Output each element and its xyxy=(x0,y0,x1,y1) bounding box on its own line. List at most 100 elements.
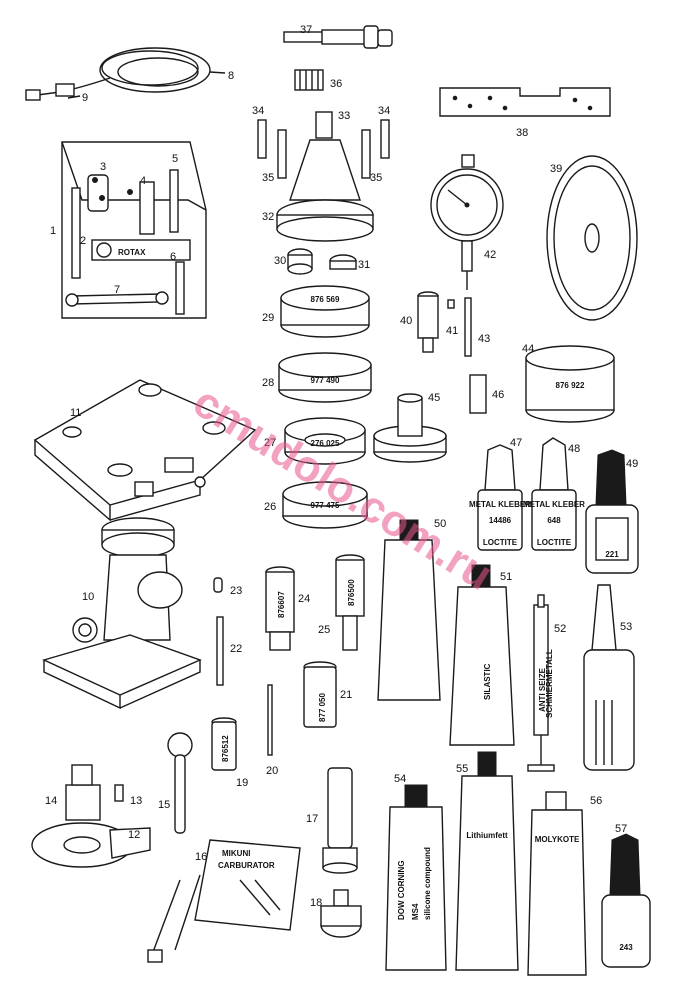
tube-56: MOLYKOTE xyxy=(527,791,587,976)
pin-22 xyxy=(216,616,224,686)
callout-5: 5 xyxy=(172,153,178,165)
callout-37: 37 xyxy=(300,24,312,36)
silicone-compound-label: silicone compound xyxy=(423,847,432,920)
callout-8: 8 xyxy=(228,70,234,82)
cable-assembly xyxy=(25,47,226,101)
callout-26: 26 xyxy=(264,501,276,513)
bottle-48-number: 648 xyxy=(547,516,561,525)
bottle-53 xyxy=(583,584,635,771)
callout-38: 38 xyxy=(516,127,528,139)
silastic-label: SILASTIC xyxy=(483,663,492,700)
base-plate xyxy=(33,379,257,522)
rotax-logo-text: ROTAX xyxy=(118,248,146,257)
ring-28-label: 977 490 xyxy=(311,376,340,385)
callout-56: 56 xyxy=(590,795,602,807)
callout-1: 1 xyxy=(50,225,56,237)
dow-corning-label: DOW CORNING xyxy=(397,860,406,920)
tube-51: SILASTIC xyxy=(449,564,515,746)
ring-44: 876 922 xyxy=(525,345,615,423)
callout-45: 45 xyxy=(428,392,440,404)
callout-49: 49 xyxy=(626,458,638,470)
pin-19: 876512 xyxy=(211,717,237,771)
bearing-puller xyxy=(257,111,390,242)
dial-gauge xyxy=(430,154,504,290)
callout-51: 51 xyxy=(500,571,512,583)
callout-25: 25 xyxy=(318,624,330,636)
callout-34a: 34 xyxy=(252,105,264,117)
callout-12: 12 xyxy=(128,829,140,841)
drift-17 xyxy=(322,767,358,874)
callout-35a: 35 xyxy=(262,172,274,184)
tube-50 xyxy=(377,519,441,701)
callout-43: 43 xyxy=(478,333,490,345)
drift-18 xyxy=(320,889,362,938)
ring-29: 876 569 xyxy=(280,285,370,338)
plugs xyxy=(287,248,357,275)
pin-25-label: 876500 xyxy=(347,579,356,606)
syringe-52: ANTI SEIZE SCHMIERMETALL xyxy=(527,594,555,772)
callout-10: 10 xyxy=(82,591,94,603)
callout-57: 57 xyxy=(615,823,627,835)
callout-22: 22 xyxy=(230,643,242,655)
bottle-48-brand: LOCTITE xyxy=(537,538,572,547)
callout-48: 48 xyxy=(568,443,580,455)
callout-33: 33 xyxy=(338,110,350,122)
cutting-disc xyxy=(546,155,638,321)
tube-55: Lithiumfett xyxy=(455,751,519,971)
callout-30: 30 xyxy=(274,255,286,267)
pin-23 xyxy=(213,577,223,593)
callout-6: 6 xyxy=(170,251,176,263)
bottle-47: METAL KLEBER 14486 LOCTITE xyxy=(469,444,531,551)
pin-24: 876607 xyxy=(265,566,295,651)
syringe-anti-seize: ANTI SEIZE xyxy=(538,667,547,712)
callout-20: 20 xyxy=(266,765,278,777)
tool-bag: ROTAX xyxy=(61,141,207,319)
ring-29-label: 876 569 xyxy=(311,295,340,304)
gauge-plate xyxy=(439,87,611,117)
callout-40: 40 xyxy=(400,315,412,327)
callout-15: 15 xyxy=(158,799,170,811)
callout-32: 32 xyxy=(262,211,274,223)
callout-46: 46 xyxy=(492,389,504,401)
gauge-adapter xyxy=(417,291,472,357)
tube-54: DOW CORNING MS4 silicone compound xyxy=(385,784,447,971)
pin-21: 877 050 xyxy=(303,661,337,728)
vise-10 xyxy=(42,517,202,710)
callout-7: 7 xyxy=(114,284,120,296)
callout-18: 18 xyxy=(310,897,322,909)
callout-42: 42 xyxy=(484,249,496,261)
callout-19: 19 xyxy=(236,777,248,789)
pin-21-label: 877 050 xyxy=(318,693,327,722)
callout-21: 21 xyxy=(340,689,352,701)
knurled-nut xyxy=(294,69,324,91)
bottle-57-number: 243 xyxy=(619,943,633,952)
pin-24-label: 876607 xyxy=(277,591,286,618)
ring-44-label: 876 922 xyxy=(556,381,585,390)
ms4-label: MS4 xyxy=(411,903,420,920)
pin-25: 876500 xyxy=(335,554,365,651)
mikuni-label: MIKUNI xyxy=(222,849,250,858)
callout-39: 39 xyxy=(550,163,562,175)
carburator-label: CARBURATOR xyxy=(218,861,275,870)
ring-26-label: 977 475 xyxy=(311,501,340,510)
callout-14: 14 xyxy=(45,795,57,807)
bottle-49: 221 xyxy=(585,449,639,574)
shim-46 xyxy=(469,374,487,414)
callout-13: 13 xyxy=(130,795,142,807)
ring-27-label: 276 025 xyxy=(311,439,340,448)
callout-4: 4 xyxy=(140,175,146,187)
bottle-57: 243 xyxy=(601,833,651,968)
bottle-49-number: 221 xyxy=(605,550,619,559)
callout-36: 36 xyxy=(330,78,342,90)
callout-47: 47 xyxy=(510,437,522,449)
callout-31: 31 xyxy=(358,259,370,271)
callout-17: 17 xyxy=(306,813,318,825)
bottle-48-metal-kleber: METAL KLEBER xyxy=(523,500,585,509)
lithiumfett-label: Lithiumfett xyxy=(466,831,508,840)
callout-35b: 35 xyxy=(370,172,382,184)
callout-11: 11 xyxy=(70,407,81,419)
pin-20 xyxy=(267,684,273,756)
bottle-47-number: 14486 xyxy=(489,516,512,525)
